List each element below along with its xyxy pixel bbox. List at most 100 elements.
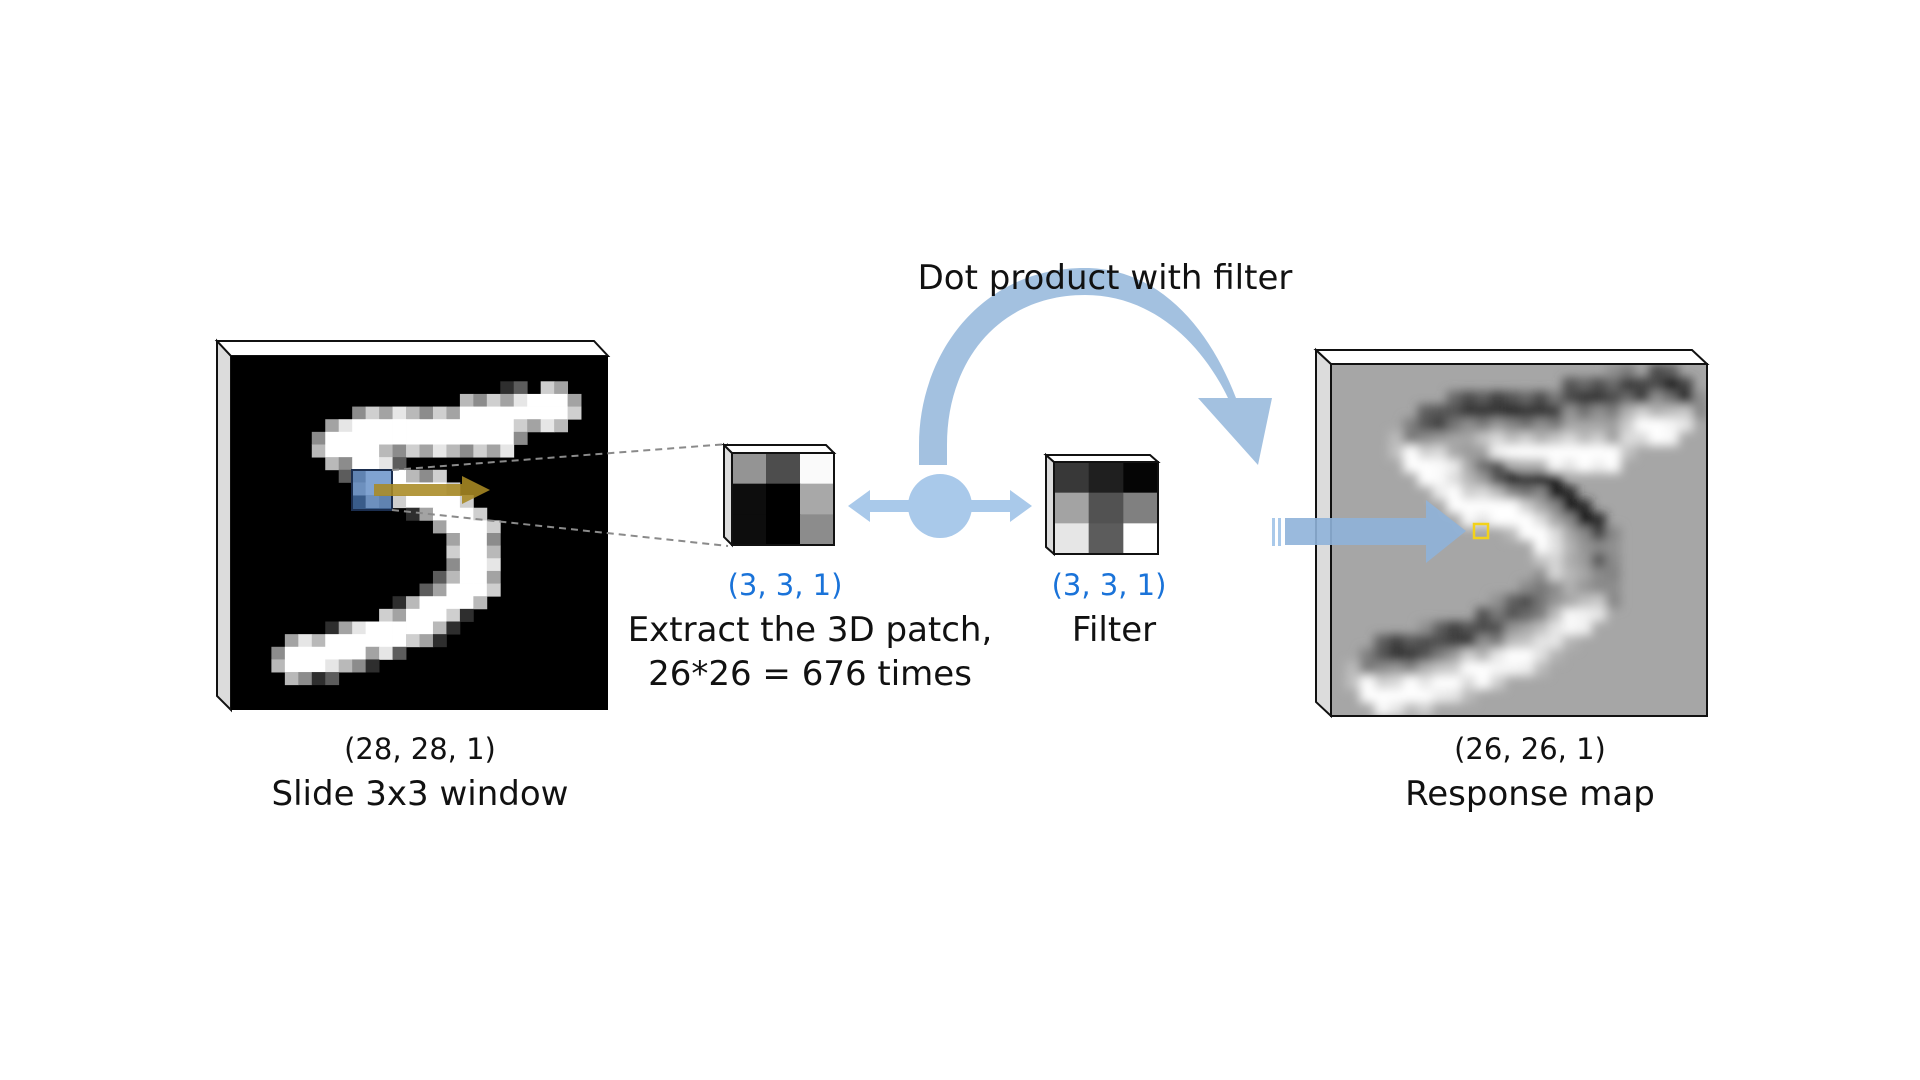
response-pixel: [1605, 377, 1621, 392]
input-pixel: [392, 634, 407, 648]
response-pixel: [1490, 607, 1506, 622]
response-pixel: [1519, 661, 1534, 676]
patch-top: [721, 444, 837, 454]
input-pixel: [406, 444, 420, 458]
response-pixel: [1519, 472, 1534, 487]
input-pixel: [392, 495, 407, 509]
response-pixel: [1547, 391, 1563, 406]
response-pixel: [1388, 702, 1404, 716]
input-pixel: [540, 393, 555, 407]
response-pixel: [1605, 391, 1621, 406]
response-pixel: [1461, 418, 1477, 433]
response-map-top: [1313, 349, 1710, 365]
diagram-title: Dot product with filter: [917, 258, 1293, 298]
response-pixel: [1649, 391, 1665, 406]
response-pixel: [1533, 472, 1549, 487]
input-pixel: [459, 406, 474, 420]
input-pixel: [352, 431, 367, 445]
input-pixel: [406, 634, 420, 648]
response-marker: [1472, 522, 1490, 540]
filter-cell: [1123, 523, 1159, 555]
input-pixel: [419, 469, 434, 483]
response-pixel: [1649, 364, 1665, 379]
response-pixel: [1388, 688, 1404, 703]
input-pixel: [392, 406, 407, 420]
response-pixel: [1620, 445, 1636, 460]
response-pixel: [1403, 634, 1419, 649]
response-pixel: [1519, 485, 1534, 500]
response-pixel: [1547, 526, 1563, 541]
input-pixel: [406, 608, 420, 622]
response-pixel: [1475, 648, 1491, 663]
response-pixel: [1388, 675, 1404, 690]
response-pixel: [1475, 458, 1491, 473]
response-pixel: [1663, 404, 1679, 419]
input-pixel: [500, 393, 515, 407]
input-pixel: [459, 583, 474, 597]
input-pixel: [446, 520, 461, 534]
response-pixel: [1490, 418, 1506, 433]
input-pixel: [419, 621, 434, 635]
input-pixel: [338, 444, 353, 458]
input-pixel: [446, 419, 461, 433]
input-pixel: [392, 646, 407, 660]
response-pixel: [1490, 648, 1506, 663]
input-pixel: [473, 533, 488, 547]
response-pixel: [1461, 391, 1477, 406]
response-pixel: [1359, 675, 1375, 690]
input-pixel: [459, 545, 474, 559]
response-pixel: [1547, 580, 1563, 595]
response-pixel: [1374, 688, 1390, 703]
response-pixel: [1678, 404, 1694, 419]
response-pixel: [1403, 458, 1419, 473]
response-pixel: [1446, 661, 1462, 676]
response-pixel: [1475, 607, 1491, 622]
input-pixel: [432, 495, 447, 509]
response-pixel: [1417, 702, 1433, 716]
response-pixel: [1562, 580, 1578, 595]
patch-grid: [732, 453, 835, 546]
response-pixel: [1519, 526, 1534, 541]
response-pixel: [1504, 594, 1520, 609]
response-pixel: [1519, 594, 1534, 609]
patch-cell: [800, 514, 835, 546]
output-shape: (26, 26, 1): [1454, 732, 1606, 766]
input-pixel: [379, 634, 393, 648]
input-pixel: [459, 520, 474, 534]
response-pixel: [1562, 567, 1578, 582]
input-pixel: [311, 646, 326, 660]
response-pixel: [1475, 418, 1491, 433]
response-pixel: [1591, 377, 1607, 392]
response-pixel: [1533, 526, 1549, 541]
response-pixel: [1504, 512, 1520, 527]
extract-line-bottom: [391, 509, 729, 547]
response-pixel: [1490, 485, 1506, 500]
input-pixel: [392, 419, 407, 433]
response-pixel: [1432, 661, 1448, 676]
response-pixel: [1359, 648, 1375, 663]
slide-direction-arrow: [374, 476, 490, 504]
response-pixel: [1620, 431, 1636, 446]
response-pixel: [1576, 499, 1592, 514]
response-pixel: [1591, 553, 1607, 568]
input-pixel: [325, 634, 340, 648]
input-pixel: [352, 659, 367, 673]
response-pixel: [1519, 404, 1534, 419]
input-pixel: [325, 646, 340, 660]
input-pixel: [513, 393, 528, 407]
response-pixel: [1461, 445, 1477, 460]
input-pixel: [486, 393, 501, 407]
filter-caption: Filter: [1071, 610, 1157, 650]
input-pixel: [446, 545, 461, 559]
input-pixel: [338, 419, 353, 433]
response-pixel: [1417, 621, 1433, 636]
response-pixel: [1432, 648, 1448, 663]
input-pixel: [513, 419, 528, 433]
response-pixel: [1533, 634, 1549, 649]
response-pixel: [1504, 621, 1520, 636]
response-pixel: [1417, 688, 1433, 703]
response-pixel: [1533, 458, 1549, 473]
response-pixel: [1432, 431, 1448, 446]
input-pixel: [473, 444, 488, 458]
response-pixel: [1591, 540, 1607, 555]
